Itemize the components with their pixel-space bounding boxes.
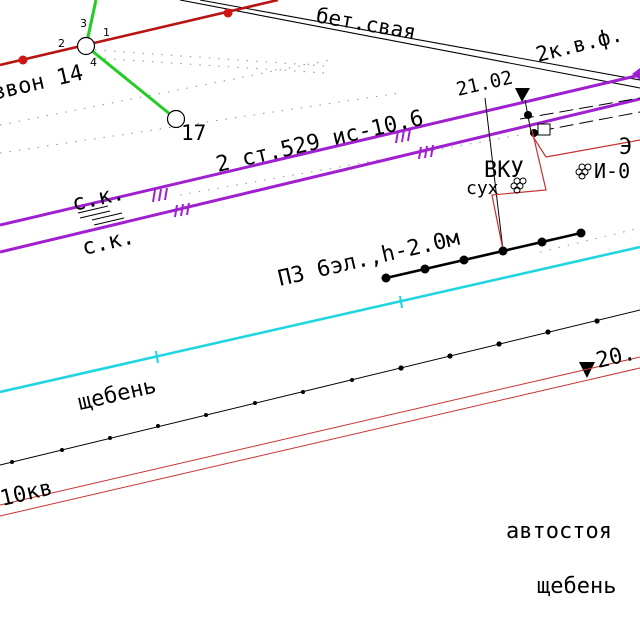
node-port-label: 1: [103, 26, 110, 39]
tree-symbol-icon: [510, 177, 527, 194]
cyan-line: [0, 245, 640, 394]
survey-point: [524, 111, 532, 119]
label-i: И-0: [594, 159, 630, 183]
elevation-marker: [515, 88, 530, 102]
junction-node: [166, 109, 186, 129]
label-e: Э: [619, 135, 632, 160]
label-shcheben-right: щебень: [537, 574, 616, 599]
tree-symbol-icon: [575, 163, 592, 180]
dashed-lines-right: [519, 97, 640, 132]
survey-point: [530, 129, 538, 137]
elevation-marker: [579, 362, 595, 378]
red-point: [18, 55, 28, 65]
label-sukh: сух: [466, 178, 499, 199]
utility-line-marks: [10, 318, 600, 464]
label-node-17: 17: [181, 121, 206, 145]
label-vku: ВКУ: [484, 158, 524, 183]
green-line: [85, 44, 177, 121]
fence-posts: [381, 228, 586, 283]
faint-dotted-lines: [0, 49, 640, 253]
vku-box: [537, 123, 551, 136]
purple-arrow: [632, 68, 640, 80]
label-avtostoyanka: автостоя: [506, 519, 612, 544]
building-outline: [531, 134, 547, 158]
concrete-pile-lines: [179, 0, 640, 89]
fence-line: [385, 231, 582, 280]
red-point: [223, 8, 233, 18]
cyan-tick-marks: [155, 295, 403, 364]
node-port-label: 2: [58, 37, 65, 50]
red-10kv-lines: [0, 356, 640, 517]
node-port-label: 3: [80, 17, 87, 30]
purple-cable-line: [0, 97, 640, 254]
cable-tick-marks: [152, 128, 434, 218]
purple-cable-line: [0, 73, 640, 227]
building-outline: [545, 139, 640, 158]
node-port-label: 4: [90, 56, 97, 69]
utility-line: [0, 309, 640, 466]
sk-markers: [77, 205, 125, 226]
junction-node: [76, 36, 96, 56]
